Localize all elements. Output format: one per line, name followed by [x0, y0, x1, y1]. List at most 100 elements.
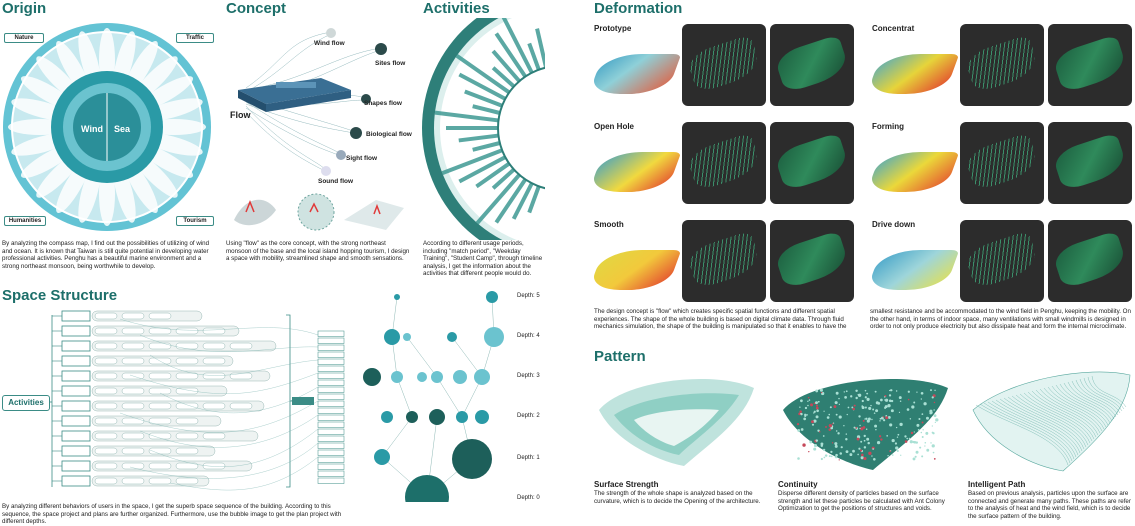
compass-center-wind: Wind [81, 124, 103, 134]
origin-corner-traffic: Traffic [176, 33, 214, 43]
activities-title: Activities [423, 0, 490, 17]
concept-flow-sight: Sight flow [346, 155, 378, 162]
space-activity-pill [121, 477, 145, 485]
deformation-stage-label: Forming [872, 122, 904, 131]
space-category-box [61, 430, 91, 442]
particle-dot [862, 419, 865, 422]
pattern-item-text: Disperse different density of particles … [778, 490, 945, 513]
space-structure-paragraph: By analyzing different behaviors of user… [2, 503, 342, 526]
particle-dot [883, 419, 886, 422]
space-activity-pill [148, 462, 172, 470]
space-activity-pill [94, 402, 118, 410]
path-curve [979, 403, 1071, 464]
space-bubble [456, 411, 468, 423]
particle-dot [930, 442, 932, 444]
particle-dot [929, 411, 933, 415]
particle-dot [898, 396, 902, 400]
activities-spoke [491, 167, 516, 190]
particle-dot [813, 412, 815, 414]
particle-dot [813, 410, 816, 413]
depth-2: Depth: 2 [517, 413, 540, 419]
space-bubble [452, 439, 492, 479]
deformation-color-model [866, 250, 960, 290]
particle-dot [852, 449, 855, 453]
space-room-box [317, 428, 345, 435]
space-bubble [405, 475, 449, 502]
particle-dot [865, 428, 868, 430]
path-curve [1007, 396, 1085, 450]
origin-corner-tourism: Tourism [176, 216, 214, 226]
particle-dot [835, 453, 838, 457]
space-category-box [61, 460, 91, 472]
particle-dot [800, 399, 803, 403]
particle-dot [840, 446, 843, 449]
particle-dot [921, 413, 924, 415]
bubble-diagram: Depth: 5 Depth: 4 Depth: 3 Depth: 2 Dept… [363, 291, 540, 502]
particle-dot [796, 422, 800, 426]
particle-dot [834, 442, 838, 446]
particle-dot [809, 440, 813, 444]
space-activity-pill [202, 372, 226, 380]
particle-dot [851, 406, 854, 409]
particle-dot [887, 403, 891, 408]
space-bubble [486, 291, 498, 303]
particle-dot [838, 415, 842, 419]
space-bubble [391, 371, 403, 383]
particle-dot [823, 410, 825, 412]
space-activity-pill [175, 402, 199, 410]
space-category-box [61, 445, 91, 457]
depth-labels: Depth: 5 Depth: 4 Depth: 3 Depth: 2 Dept… [517, 293, 540, 501]
space-category-box [61, 400, 91, 412]
space-category-box [61, 385, 91, 397]
space-activity-pill [94, 477, 118, 485]
path-curve [1063, 382, 1113, 422]
particle-dot [852, 407, 855, 411]
particle-dot [853, 404, 856, 407]
space-activity-pill [148, 402, 172, 410]
space-room-box [317, 365, 345, 372]
particle-dot [838, 397, 840, 400]
path-curve [1047, 386, 1105, 430]
concept-building [238, 78, 351, 112]
deformation-paragraph-left: The design concept is "flow" which creat… [594, 308, 847, 331]
particle-dot [839, 452, 843, 455]
particle-dot [880, 438, 883, 441]
space-activity-pill [202, 432, 226, 440]
particle-dot [833, 405, 837, 408]
activities-spoke [527, 42, 541, 71]
particle-dot [834, 444, 838, 448]
particle-dot [853, 426, 856, 429]
particle-dot [808, 399, 811, 401]
pattern-item-name: Intelligent Path [968, 480, 1026, 489]
particle-dot [866, 392, 869, 395]
space-activity-pill [175, 387, 199, 395]
particle-dot [860, 456, 864, 460]
space-activity-pill [229, 402, 253, 410]
space-room-box [317, 393, 345, 400]
deformation-paragraph-right: smallest resistance and be accommodated … [870, 308, 1131, 331]
particle-dot [799, 406, 801, 408]
particle-dot [930, 389, 932, 392]
deformation-shape-tile [770, 220, 854, 302]
particle-dot [813, 419, 817, 423]
space-activity-pill [202, 462, 226, 470]
particle-dot [860, 427, 864, 431]
activities-spoke [527, 185, 541, 214]
activities-spoke [472, 141, 501, 152]
particle-dot [802, 443, 806, 447]
particle-dot [870, 404, 872, 407]
space-activity-group [91, 310, 203, 322]
particle-dot [824, 454, 828, 457]
space-category-box [61, 340, 91, 352]
depth-3: Depth: 3 [517, 373, 540, 379]
particle-dot [868, 451, 872, 455]
particle-dot [897, 433, 900, 436]
deformation-shape-tile [770, 24, 854, 106]
particle-dot [857, 393, 859, 396]
particle-dot [815, 389, 819, 393]
space-activity-pill [148, 432, 172, 440]
particle-dot [864, 418, 866, 420]
particle-dot [888, 389, 891, 392]
particle-dot [838, 403, 840, 405]
particle-dot [863, 439, 866, 442]
